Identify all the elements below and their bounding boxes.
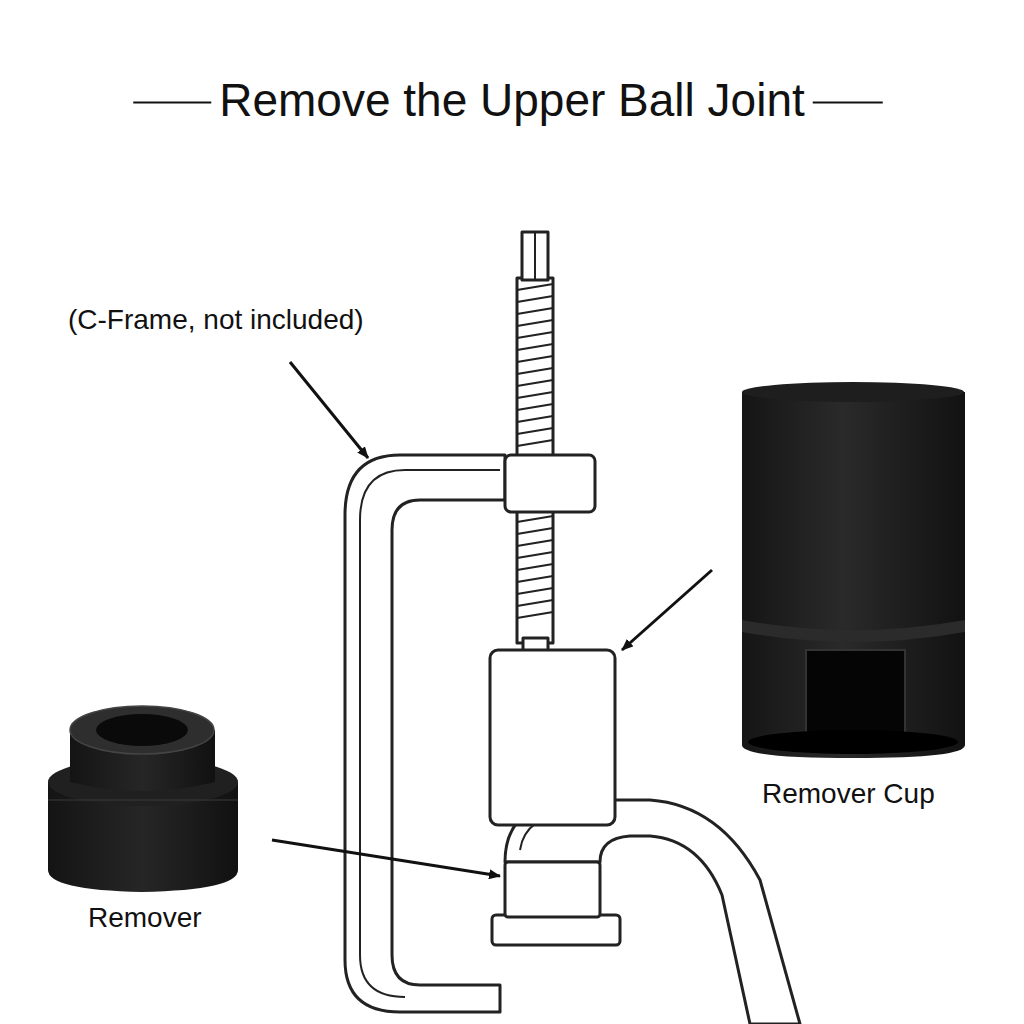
title-rule [133,101,211,103]
frame-label: (C-Frame, not included) [68,304,364,336]
leader-arrow [272,362,712,876]
remover-cup-photo [742,382,965,758]
title-rule [813,101,883,103]
c-frame-drawing [345,232,800,1024]
part-label: Remover [88,902,202,934]
remover-photo [48,706,238,892]
title: Remove the Upper Ball Joint [219,74,805,127]
part-label: Remover Cup [762,778,935,810]
